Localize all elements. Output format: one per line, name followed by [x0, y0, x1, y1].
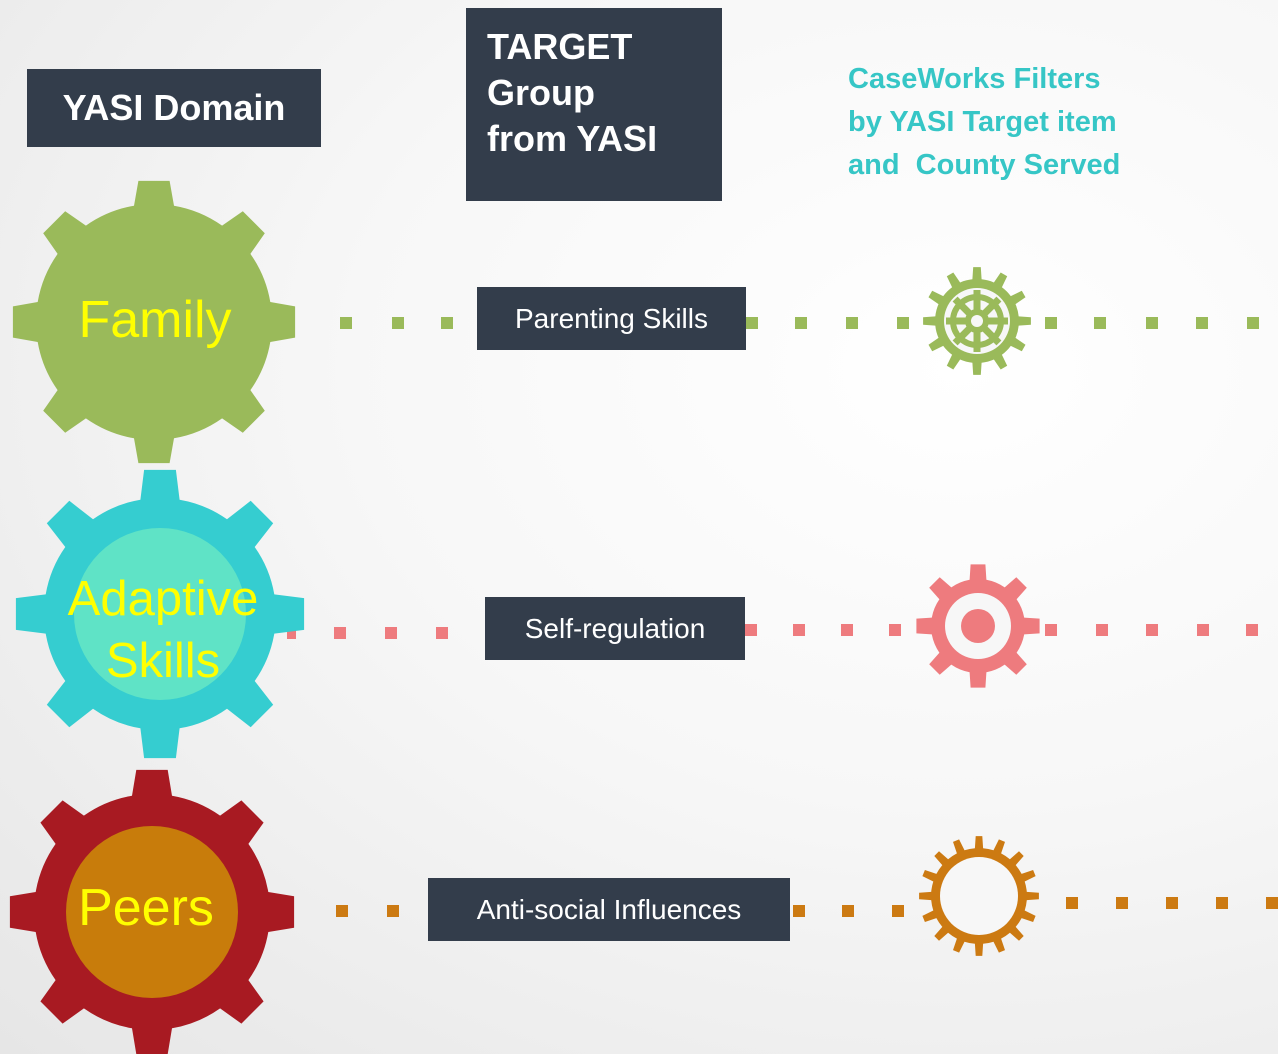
- target-text: Parenting Skills: [515, 302, 708, 334]
- target-text: Anti-social Influences: [476, 893, 742, 925]
- small-gear-parenting-hole-icon: [971, 315, 983, 327]
- small-gear-self-regulation-dot-icon: [961, 609, 995, 643]
- header-yasi-domain-text: YASI Domain: [62, 87, 286, 128]
- target-anti-social-influences: Anti-social Influences: [428, 878, 790, 941]
- header-target-line: Group: [487, 72, 595, 113]
- header-target-line: TARGET: [487, 26, 633, 67]
- small-gear-parenting-spoke-icon: [981, 325, 1002, 346]
- domain-label-line: Peers: [78, 879, 214, 937]
- connector-dots-adaptive-skills: [287, 624, 1258, 639]
- domain-label-line: Family: [78, 291, 232, 349]
- header-yasi-domain: YASI Domain: [27, 69, 321, 147]
- small-gear-parenting-spoke-icon: [981, 296, 1002, 317]
- domain-label-adaptive-skills: Adaptive Skills: [48, 568, 278, 692]
- target-parenting-skills: Parenting Skills: [477, 287, 746, 350]
- domain-label-family: Family: [60, 288, 250, 352]
- big-gear-family-icon: [12, 180, 296, 464]
- big-gear-adaptive-skills-inner-icon: [74, 528, 246, 700]
- caseworks-line: and County Served: [848, 149, 1121, 181]
- header-target-group: TARGET Group from YASI: [466, 8, 722, 201]
- domain-label-line: Adaptive: [67, 572, 259, 626]
- header-caseworks-filters: CaseWorks Filters by YASI Target item an…: [848, 58, 1120, 187]
- target-self-regulation: Self-regulation: [485, 597, 745, 660]
- caseworks-line: by YASI Target item: [848, 106, 1117, 138]
- small-gear-anti-social-hollow-icon: [940, 857, 1018, 935]
- caseworks-line: CaseWorks Filters: [848, 63, 1101, 95]
- small-gear-parenting-spoke-icon: [952, 325, 973, 346]
- header-target-line: from YASI: [487, 118, 658, 159]
- small-gear-parenting-spoke-icon: [952, 296, 973, 317]
- target-text: Self-regulation: [524, 612, 706, 644]
- domain-label-line: Skills: [105, 634, 221, 688]
- connector-dots-peers: [336, 897, 1278, 917]
- connector-dots-family: [340, 317, 1259, 329]
- big-gear-peers-inner-icon: [66, 826, 238, 998]
- domain-label-peers: Peers: [60, 876, 232, 940]
